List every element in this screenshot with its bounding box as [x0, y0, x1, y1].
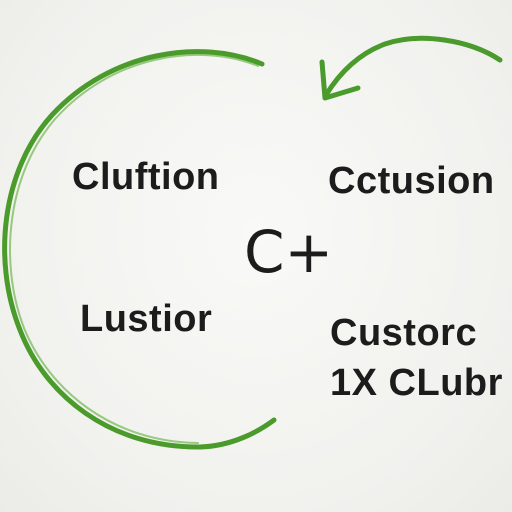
label-top-left: Cluftion: [72, 156, 220, 198]
arrow-head-icon: [319, 59, 361, 101]
left-arc-arrow: [2, 49, 277, 450]
label-bottom-right-line2: 1X CLubr: [330, 362, 503, 404]
left-arc-arrow-inner: [9, 53, 259, 444]
center-symbol: C+: [244, 218, 334, 286]
right-arc-arrow: [323, 35, 503, 98]
label-top-right: Cctusion: [328, 160, 495, 202]
label-bottom-right-line1: Custorc: [330, 312, 478, 354]
label-bottom-left: Lustior: [80, 298, 213, 340]
